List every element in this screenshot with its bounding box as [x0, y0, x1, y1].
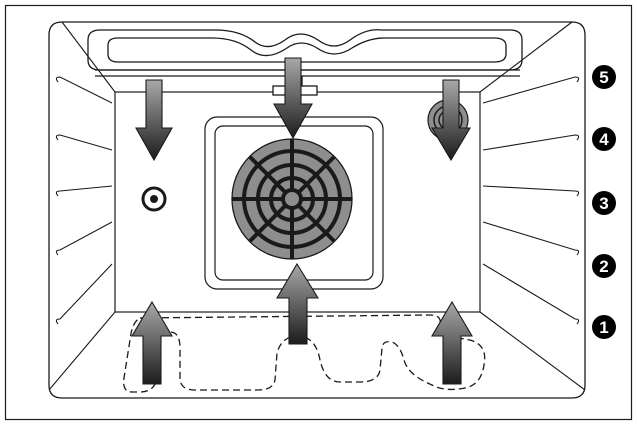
- level-label-3: 3: [599, 194, 608, 213]
- oven-light-icon: [141, 186, 167, 212]
- level-label-1: 1: [599, 318, 608, 337]
- heat-arrows-down: [135, 57, 471, 162]
- arrow-up-right: [431, 300, 473, 385]
- right-rack-rails: [482, 76, 580, 325]
- arrow-down-center: [273, 57, 313, 140]
- level-label-2: 2: [599, 257, 608, 276]
- level-badge-1: 1: [592, 315, 616, 339]
- level-badge-4: 4: [592, 127, 616, 151]
- level-label-4: 4: [599, 130, 609, 149]
- arrow-down-right: [431, 79, 471, 162]
- heat-arrows-up: [131, 262, 473, 385]
- level-badge-5: 5: [592, 65, 616, 89]
- cavity-outline: [48, 21, 586, 399]
- level-badge-3: 3: [592, 191, 616, 215]
- convection-fan-icon: [231, 138, 353, 260]
- level-badge-2: 2: [592, 254, 616, 278]
- outer-frame: [4, 4, 633, 421]
- arrow-up-center: [276, 262, 319, 345]
- arrow-down-left: [135, 79, 173, 162]
- arrow-up-left: [131, 300, 173, 385]
- left-rack-rails: [55, 76, 113, 325]
- level-label-5: 5: [599, 68, 608, 87]
